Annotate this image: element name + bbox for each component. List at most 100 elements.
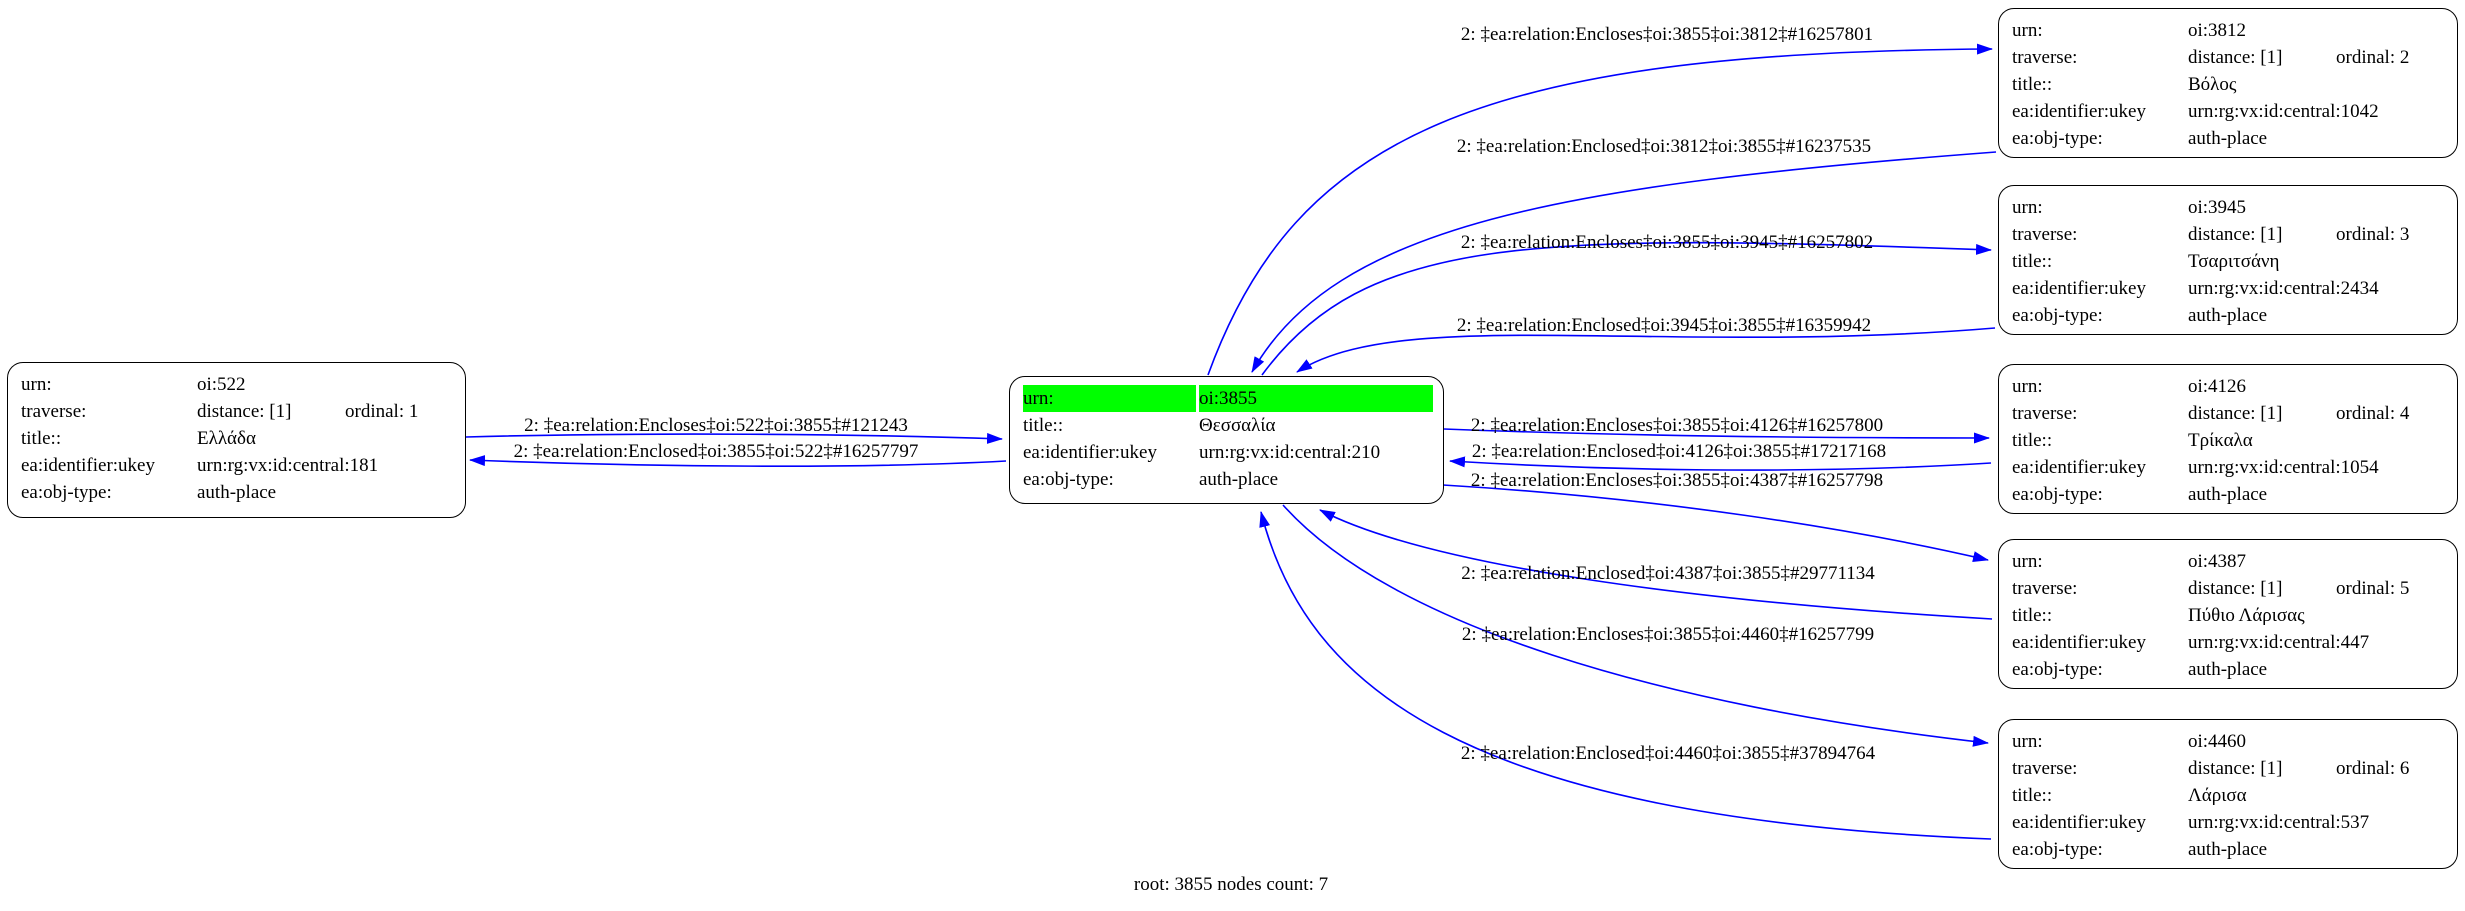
node-oi-3855-root[interactable]: urn:oi:3855 title::Θεσσαλία ea:identifie… xyxy=(1009,376,1444,504)
row-value: distance: [1]ordinal: 2 xyxy=(2188,44,2447,71)
row-value: oi:3945 xyxy=(2188,197,2247,218)
node-row: traverse:distance: [1]ordinal: 4 xyxy=(2012,400,2447,427)
node-oi-3945[interactable]: urn: oi:3945 traverse: distance: [1] ordina… xyxy=(1998,185,2458,335)
row-key: ea:obj-type: xyxy=(1023,469,1114,490)
row-key: ea:identifier:ukey xyxy=(2012,101,2146,122)
distance-value: distance: [1] xyxy=(197,401,292,422)
edge-label: 2: ‡ea:relation:Enclosed‡oi:4387‡oi:3855… xyxy=(1461,563,1875,584)
row-value: urn:rg:vx:id:central:447 xyxy=(2188,632,2370,653)
row-key: title:: xyxy=(21,428,62,449)
row-value: auth-place xyxy=(197,482,277,503)
node-row: title::Βόλος xyxy=(2012,71,2447,98)
row-value: Ελλάδα xyxy=(197,428,256,449)
row-key: traverse: xyxy=(2012,578,2078,599)
row-value: urn:rg:vx:id:central:181 xyxy=(197,455,379,476)
edge-enclosed-3855-522 xyxy=(469,455,1007,467)
node-oi-3812[interactable]: urn:oi:3812 traverse:distance: [1]ordina… xyxy=(1998,8,2458,158)
distance-value: distance: [1] xyxy=(2188,224,2283,245)
edge-encloses-3855-4387 xyxy=(1442,484,1989,562)
row-key: urn: xyxy=(21,374,52,395)
row-value: urn:rg:vx:id:central:210 xyxy=(1199,442,1381,463)
ordinal-value: ordinal: 6 xyxy=(2336,758,2410,779)
row-value: distance: [1] ordinal: 5 xyxy=(2188,575,2447,602)
row-key: urn: xyxy=(2012,551,2043,572)
ordinal-value: ordinal: 1 xyxy=(345,401,419,422)
node-row: ea:obj-type: auth-place xyxy=(2012,656,2447,683)
node-oi-522[interactable]: urn:oi:522 traverse:distance: [1]ordinal… xyxy=(7,362,466,518)
row-key: ea:obj-type: xyxy=(2012,305,2103,326)
edge-label: 2: ‡ea:relation:Encloses‡oi:3855‡oi:3812… xyxy=(1460,24,1874,45)
row-key: urn: xyxy=(2012,197,2043,218)
row-value: Βόλος xyxy=(2188,74,2237,95)
row-key: ea:obj-type: xyxy=(2012,128,2103,149)
edge-enclosed-4460-3855 xyxy=(1259,511,1992,840)
graph-footer: root: 3855 nodes count: 7 xyxy=(1133,874,1329,895)
row-value: oi:4460 xyxy=(2188,731,2247,752)
node-row: title::Θεσσαλία xyxy=(1023,412,1433,439)
row-value: auth-place xyxy=(2188,305,2268,326)
row-value: auth-place xyxy=(2188,484,2268,505)
node-row: urn: oi:522 xyxy=(21,371,455,398)
node-oi-4126[interactable]: urn:oi:4126 traverse:distance: [1]ordina… xyxy=(1998,364,2458,514)
node-row: urn: oi:3945 xyxy=(2012,194,2447,221)
node-row: ea:obj-type:auth-place xyxy=(21,479,455,506)
row-value: oi:4387 xyxy=(2188,551,2247,572)
node-row: traverse: distance: [1] ordinal: 5 xyxy=(2012,575,2447,602)
row-key: title:: xyxy=(2012,785,2053,806)
node-row: urn: oi:4387 xyxy=(2012,548,2447,575)
edge-label: 2: ‡ea:relation:Encloses‡oi:3855‡oi:3945… xyxy=(1460,232,1874,253)
edge-encloses-522-3855 xyxy=(465,432,1003,444)
node-row: urn:oi:4126 xyxy=(2012,373,2447,400)
row-key: ea:identifier:ukey xyxy=(21,455,155,476)
row-value: Πύθιο Λάρισας xyxy=(2188,605,2305,626)
edge-enclosed-3945-3855 xyxy=(1296,327,1996,373)
row-key: ea:identifier:ukey xyxy=(2012,278,2146,299)
edge-label: 2: ‡ea:relation:Enclosed‡oi:3855‡oi:522‡… xyxy=(513,441,919,462)
row-value: oi:522 xyxy=(197,374,246,395)
ordinal-value: ordinal: 5 xyxy=(2336,578,2410,599)
row-value: auth-place xyxy=(2188,659,2268,680)
node-row: title::Πύθιο Λάρισας xyxy=(2012,602,2447,629)
edge-enclosed-4387-3855 xyxy=(1319,509,1993,620)
node-row: title::Τρίκαλα xyxy=(2012,427,2447,454)
edge-label: 2: ‡ea:relation:Encloses‡oi:522‡oi:3855‡… xyxy=(524,415,908,436)
node-row: ea:identifier:ukey urn:rg:vx:id:central:1… xyxy=(2012,98,2447,125)
row-key: ea:obj-type: xyxy=(2012,484,2103,505)
node-row: traverse: distance: [1] ordinal: 3 xyxy=(2012,221,2447,248)
edge-label: 2: ‡ea:relation:Encloses‡oi:3855‡oi:4126… xyxy=(1470,415,1884,436)
distance-value: distance: [1] xyxy=(2188,578,2283,599)
row-key: traverse: xyxy=(2012,758,2078,779)
row-key: ea:obj-type: xyxy=(2012,659,2103,680)
row-key: title:: xyxy=(2012,74,2053,95)
node-row: ea:obj-type: auth-place xyxy=(2012,481,2447,508)
edge-label: 2: ‡ea:relation:Encloses‡oi:3855‡oi:4387… xyxy=(1470,470,1884,491)
row-value: auth-place xyxy=(2188,128,2268,149)
row-value: Λάρισα xyxy=(2188,785,2247,806)
distance-value: distance: [1] xyxy=(2188,758,2283,779)
row-value: auth-place xyxy=(2188,839,2268,860)
node-oi-4387[interactable]: urn: oi:4387 traverse: distance: [1] ordina… xyxy=(1998,539,2458,689)
edge-encloses-3855-3812 xyxy=(1207,43,1993,376)
edge-label: 2: ‡ea:relation:Enclosed‡oi:3945‡oi:3855… xyxy=(1456,315,1872,336)
row-key: traverse: xyxy=(2012,224,2078,245)
row-value: oi:3812 xyxy=(2188,20,2247,41)
row-key: title:: xyxy=(2012,251,2053,272)
ordinal-value: ordinal: 3 xyxy=(2336,224,2410,245)
edge-encloses-3855-4460 xyxy=(1282,504,1989,747)
node-oi-4460[interactable]: urn:oi:4460 traverse:distance: [1]ordina… xyxy=(1998,719,2458,869)
row-value: oi:3855 xyxy=(1199,385,1433,412)
row-value: urn:rg:vx:id:central:1042 xyxy=(2188,101,2379,122)
row-key: urn: xyxy=(1023,385,1196,412)
row-value: distance: [1] ordinal: 1 xyxy=(197,398,455,425)
row-value: Τρίκαλα xyxy=(2188,430,2253,451)
edge-enclosed-3812-3855 xyxy=(1251,151,1997,373)
row-value: distance: [1] ordinal: 6 xyxy=(2188,755,2447,782)
row-key: ea:obj-type: xyxy=(2012,839,2103,860)
row-value: oi:4126 xyxy=(2188,376,2247,397)
row-value: urn:rg:vx:id:central:1054 xyxy=(2188,457,2379,478)
